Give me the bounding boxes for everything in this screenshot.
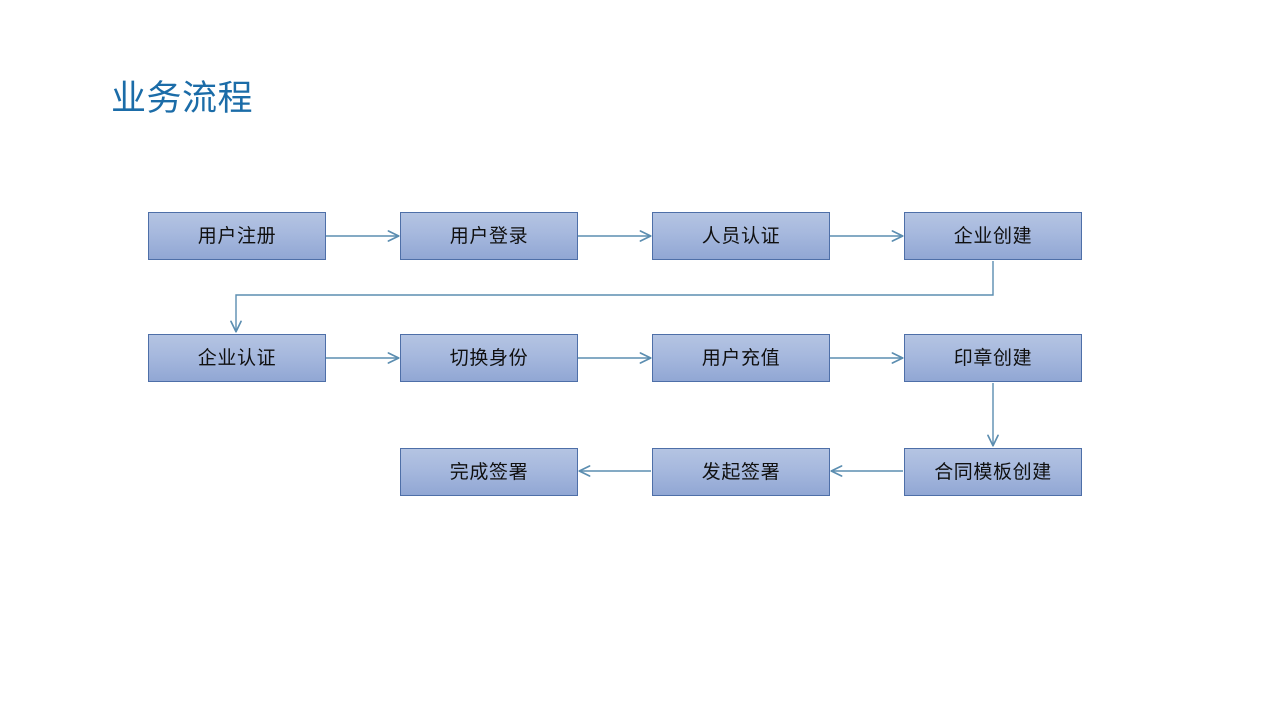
flow-node-label: 印章创建	[953, 347, 1033, 369]
flow-node-label: 用户注册	[197, 225, 277, 247]
flow-node-finish-signing[interactable]: 完成签署	[400, 448, 578, 496]
page-title: 业务流程	[111, 79, 254, 118]
flow-node-label: 发起签署	[701, 461, 781, 483]
flow-node-person-verification[interactable]: 人员认证	[652, 212, 830, 260]
flow-node-label: 企业认证	[197, 347, 277, 369]
flow-node-label: 用户充值	[701, 347, 781, 369]
flow-node-label: 切换身份	[449, 347, 529, 369]
flow-node-label: 合同模板创建	[934, 461, 1052, 483]
flow-node-switch-identity[interactable]: 切换身份	[400, 334, 578, 382]
flow-node-enterprise-verification[interactable]: 企业认证	[148, 334, 326, 382]
flow-node-user-topup[interactable]: 用户充值	[652, 334, 830, 382]
flow-node-enterprise-create[interactable]: 企业创建	[904, 212, 1082, 260]
flow-node-label: 完成签署	[449, 461, 529, 483]
flow-node-label: 企业创建	[953, 225, 1033, 247]
flow-node-start-signing[interactable]: 发起签署	[652, 448, 830, 496]
flow-node-label: 用户登录	[449, 225, 529, 247]
flow-node-contract-template-create[interactable]: 合同模板创建	[904, 448, 1082, 496]
flow-node-user-register[interactable]: 用户注册	[148, 212, 326, 260]
flow-node-seal-create[interactable]: 印章创建	[904, 334, 1082, 382]
flow-node-user-login[interactable]: 用户登录	[400, 212, 578, 260]
flow-node-label: 人员认证	[701, 225, 781, 247]
